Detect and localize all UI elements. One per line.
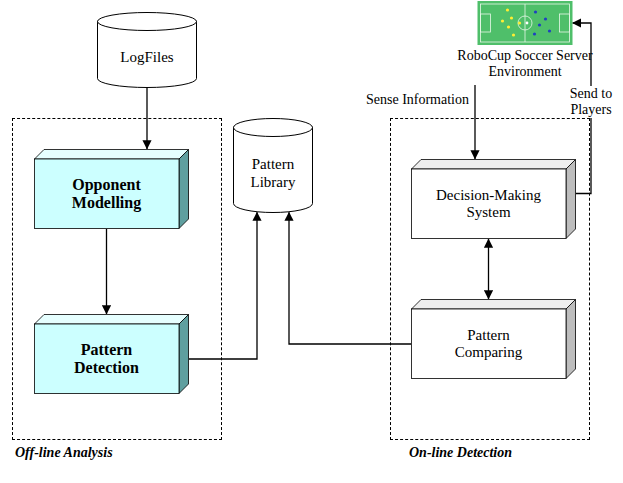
dashed-region: Off-line AnalysisOpponent ModellingPatte… — [12, 118, 222, 440]
dashed-region: On-line DetectionDecision-Making SystemP… — [390, 118, 590, 440]
database-cylinder: LogFiles — [97, 12, 197, 88]
connector — [106, 229, 107, 314]
process-box: Decision-Making System — [411, 159, 576, 239]
connector — [189, 212, 257, 359]
soccer-server: RoboCup Soccer Server Environment — [440, 0, 610, 84]
node-label: LogFiles — [120, 49, 173, 66]
node-label: Pattern Library — [242, 156, 304, 191]
region-heading: Off-line Analysis — [15, 445, 113, 461]
database-cylinder: Pattern Library — [233, 118, 313, 213]
process-box: Pattern Detection — [34, 314, 189, 394]
region-heading: On-line Detection — [409, 445, 512, 461]
node-label: RoboCup Soccer Server Environment — [440, 48, 610, 80]
process-box: Opponent Modelling — [34, 149, 189, 229]
node-label: Opponent Modelling — [57, 176, 157, 213]
node-label: Pattern Comparing — [441, 327, 536, 362]
connector — [289, 212, 411, 344]
soccer-field-icon — [440, 0, 610, 46]
edge-label: Send to Players — [564, 86, 618, 118]
process-box: Pattern Comparing — [411, 299, 576, 379]
connector — [488, 239, 489, 299]
connector — [474, 85, 475, 159]
edge-label: Sense Information — [364, 92, 471, 108]
node-label: Decision-Making System — [421, 187, 556, 222]
node-label: Pattern Detection — [57, 341, 157, 378]
